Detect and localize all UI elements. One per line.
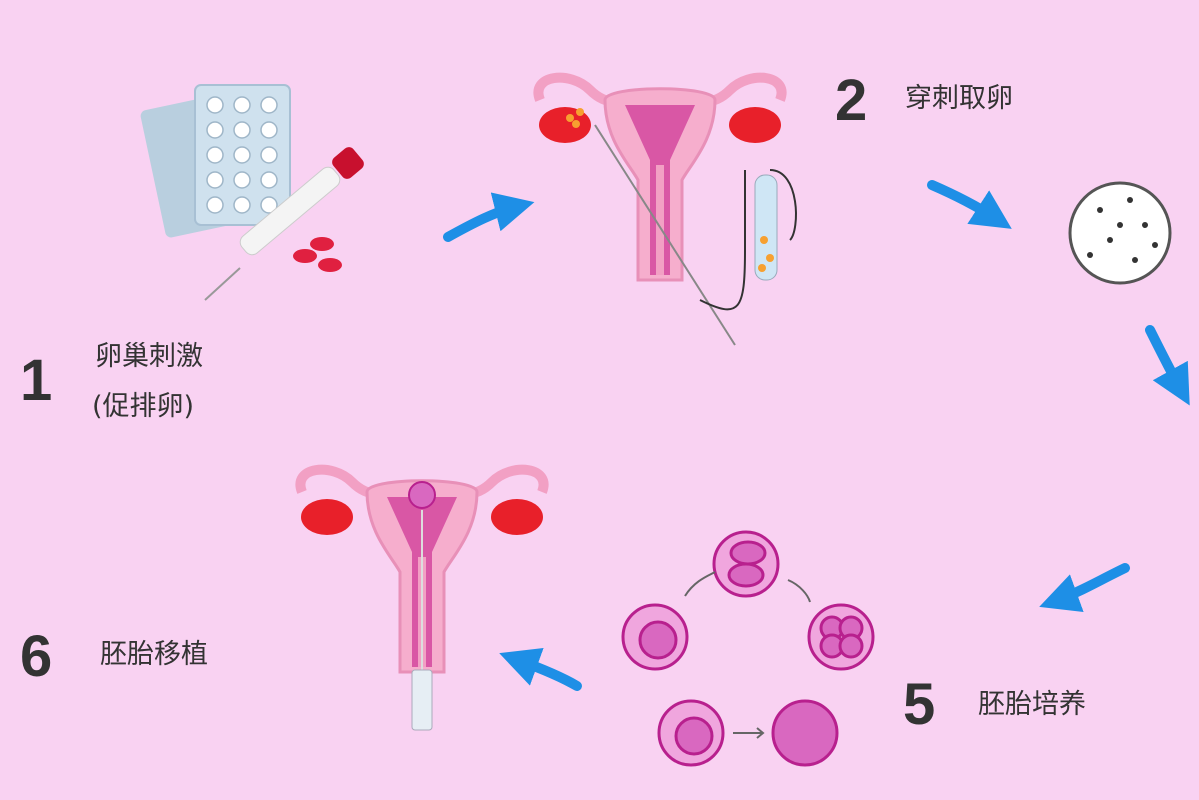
flow-arrow-5-to-6: [499, 648, 582, 691]
egg-retrieval-uterus: [538, 78, 797, 346]
embryo-4-cell: [807, 603, 875, 671]
step-5-label: 胚胎培养: [978, 689, 1086, 720]
embryo-development-illustration: [621, 530, 875, 767]
medication-illustration: [140, 84, 364, 301]
step-1-label: 卵巢刺激: [95, 341, 203, 372]
flow-arrow-to-5: [1039, 563, 1130, 612]
embryo-blastocyst: [771, 699, 839, 767]
step-1-number: 1: [20, 348, 53, 413]
step-6-number: 6: [20, 624, 53, 689]
flow-arrow-2-to-petri: [927, 180, 1012, 229]
test-tube-icon: [754, 174, 778, 281]
step-2-label: 穿刺取卵: [905, 83, 1013, 114]
flow-arrow-petri-down: [1145, 325, 1190, 406]
flow-arrow-1-to-2: [443, 192, 535, 242]
syringe-icon: [411, 669, 433, 731]
step-6-label: 胚胎移植: [100, 639, 208, 670]
pills-icon: [293, 237, 342, 272]
step-1-sublabel: (促排卵): [92, 391, 195, 422]
step-5-number: 5: [903, 672, 936, 737]
petri-dish-sperm-icon: [1068, 181, 1172, 285]
injection-pen-icon: [204, 147, 364, 301]
retrieval-needle: [594, 124, 736, 346]
step-2-number: 2: [835, 68, 868, 133]
embryo-transfer-uterus: [300, 470, 543, 731]
